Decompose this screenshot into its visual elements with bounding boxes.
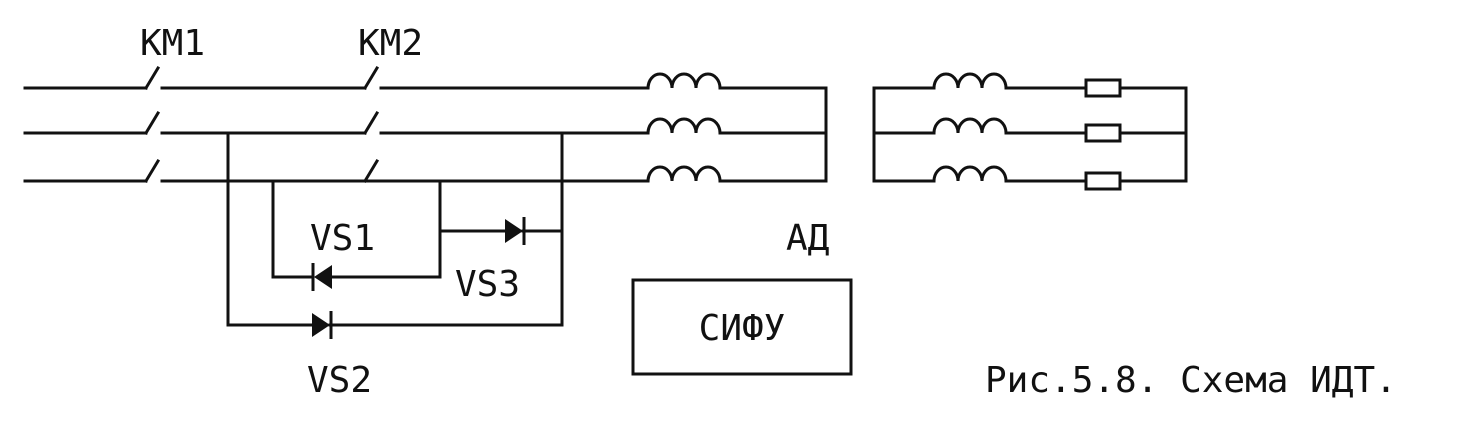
km2-contact-b (362, 110, 380, 136)
rotor-resistor-c (1084, 171, 1122, 191)
vs2-thyristor-icon (312, 311, 333, 339)
vs1-thyristor-icon (311, 263, 332, 291)
rotor-coil-b (872, 117, 1088, 135)
vs3-label: VS3 (455, 264, 520, 305)
figure-caption: Рис.5.8. Схема ИДТ. (985, 360, 1397, 401)
km1-contact-a (143, 65, 161, 91)
km2-contact-a (362, 65, 380, 91)
outer-loop-right (328, 131, 564, 327)
controller-label: СИФУ (699, 308, 786, 349)
vs1-label: VS1 (310, 218, 375, 259)
rotor-coil-a (872, 72, 1088, 90)
outer-loop-left (226, 131, 314, 327)
km2-label: КМ2 (358, 23, 423, 64)
rotor-windings (872, 72, 1188, 191)
phase-lines (23, 65, 650, 184)
rotor-resistor-b (1084, 123, 1122, 143)
km1-contact-b (143, 110, 161, 136)
inner-loop (271, 179, 442, 279)
vs2-label: VS2 (307, 360, 372, 401)
rotor-resistor-a (1084, 78, 1122, 98)
stator-coil-c (646, 165, 828, 183)
controller-box (631, 278, 853, 376)
motor-label: АД (786, 218, 830, 259)
rotor-resistor-leads (1118, 86, 1188, 183)
stator-coil-b (646, 117, 828, 135)
km2-contact-c (362, 158, 380, 184)
stator-windings (646, 72, 828, 183)
vs3-thyristor-icon (505, 217, 526, 245)
thyristor-network (226, 131, 564, 339)
km1-label: КМ1 (140, 23, 205, 64)
km1-contact-c (143, 158, 161, 184)
stator-coil-a (646, 72, 828, 90)
rotor-coil-c (872, 165, 1088, 183)
